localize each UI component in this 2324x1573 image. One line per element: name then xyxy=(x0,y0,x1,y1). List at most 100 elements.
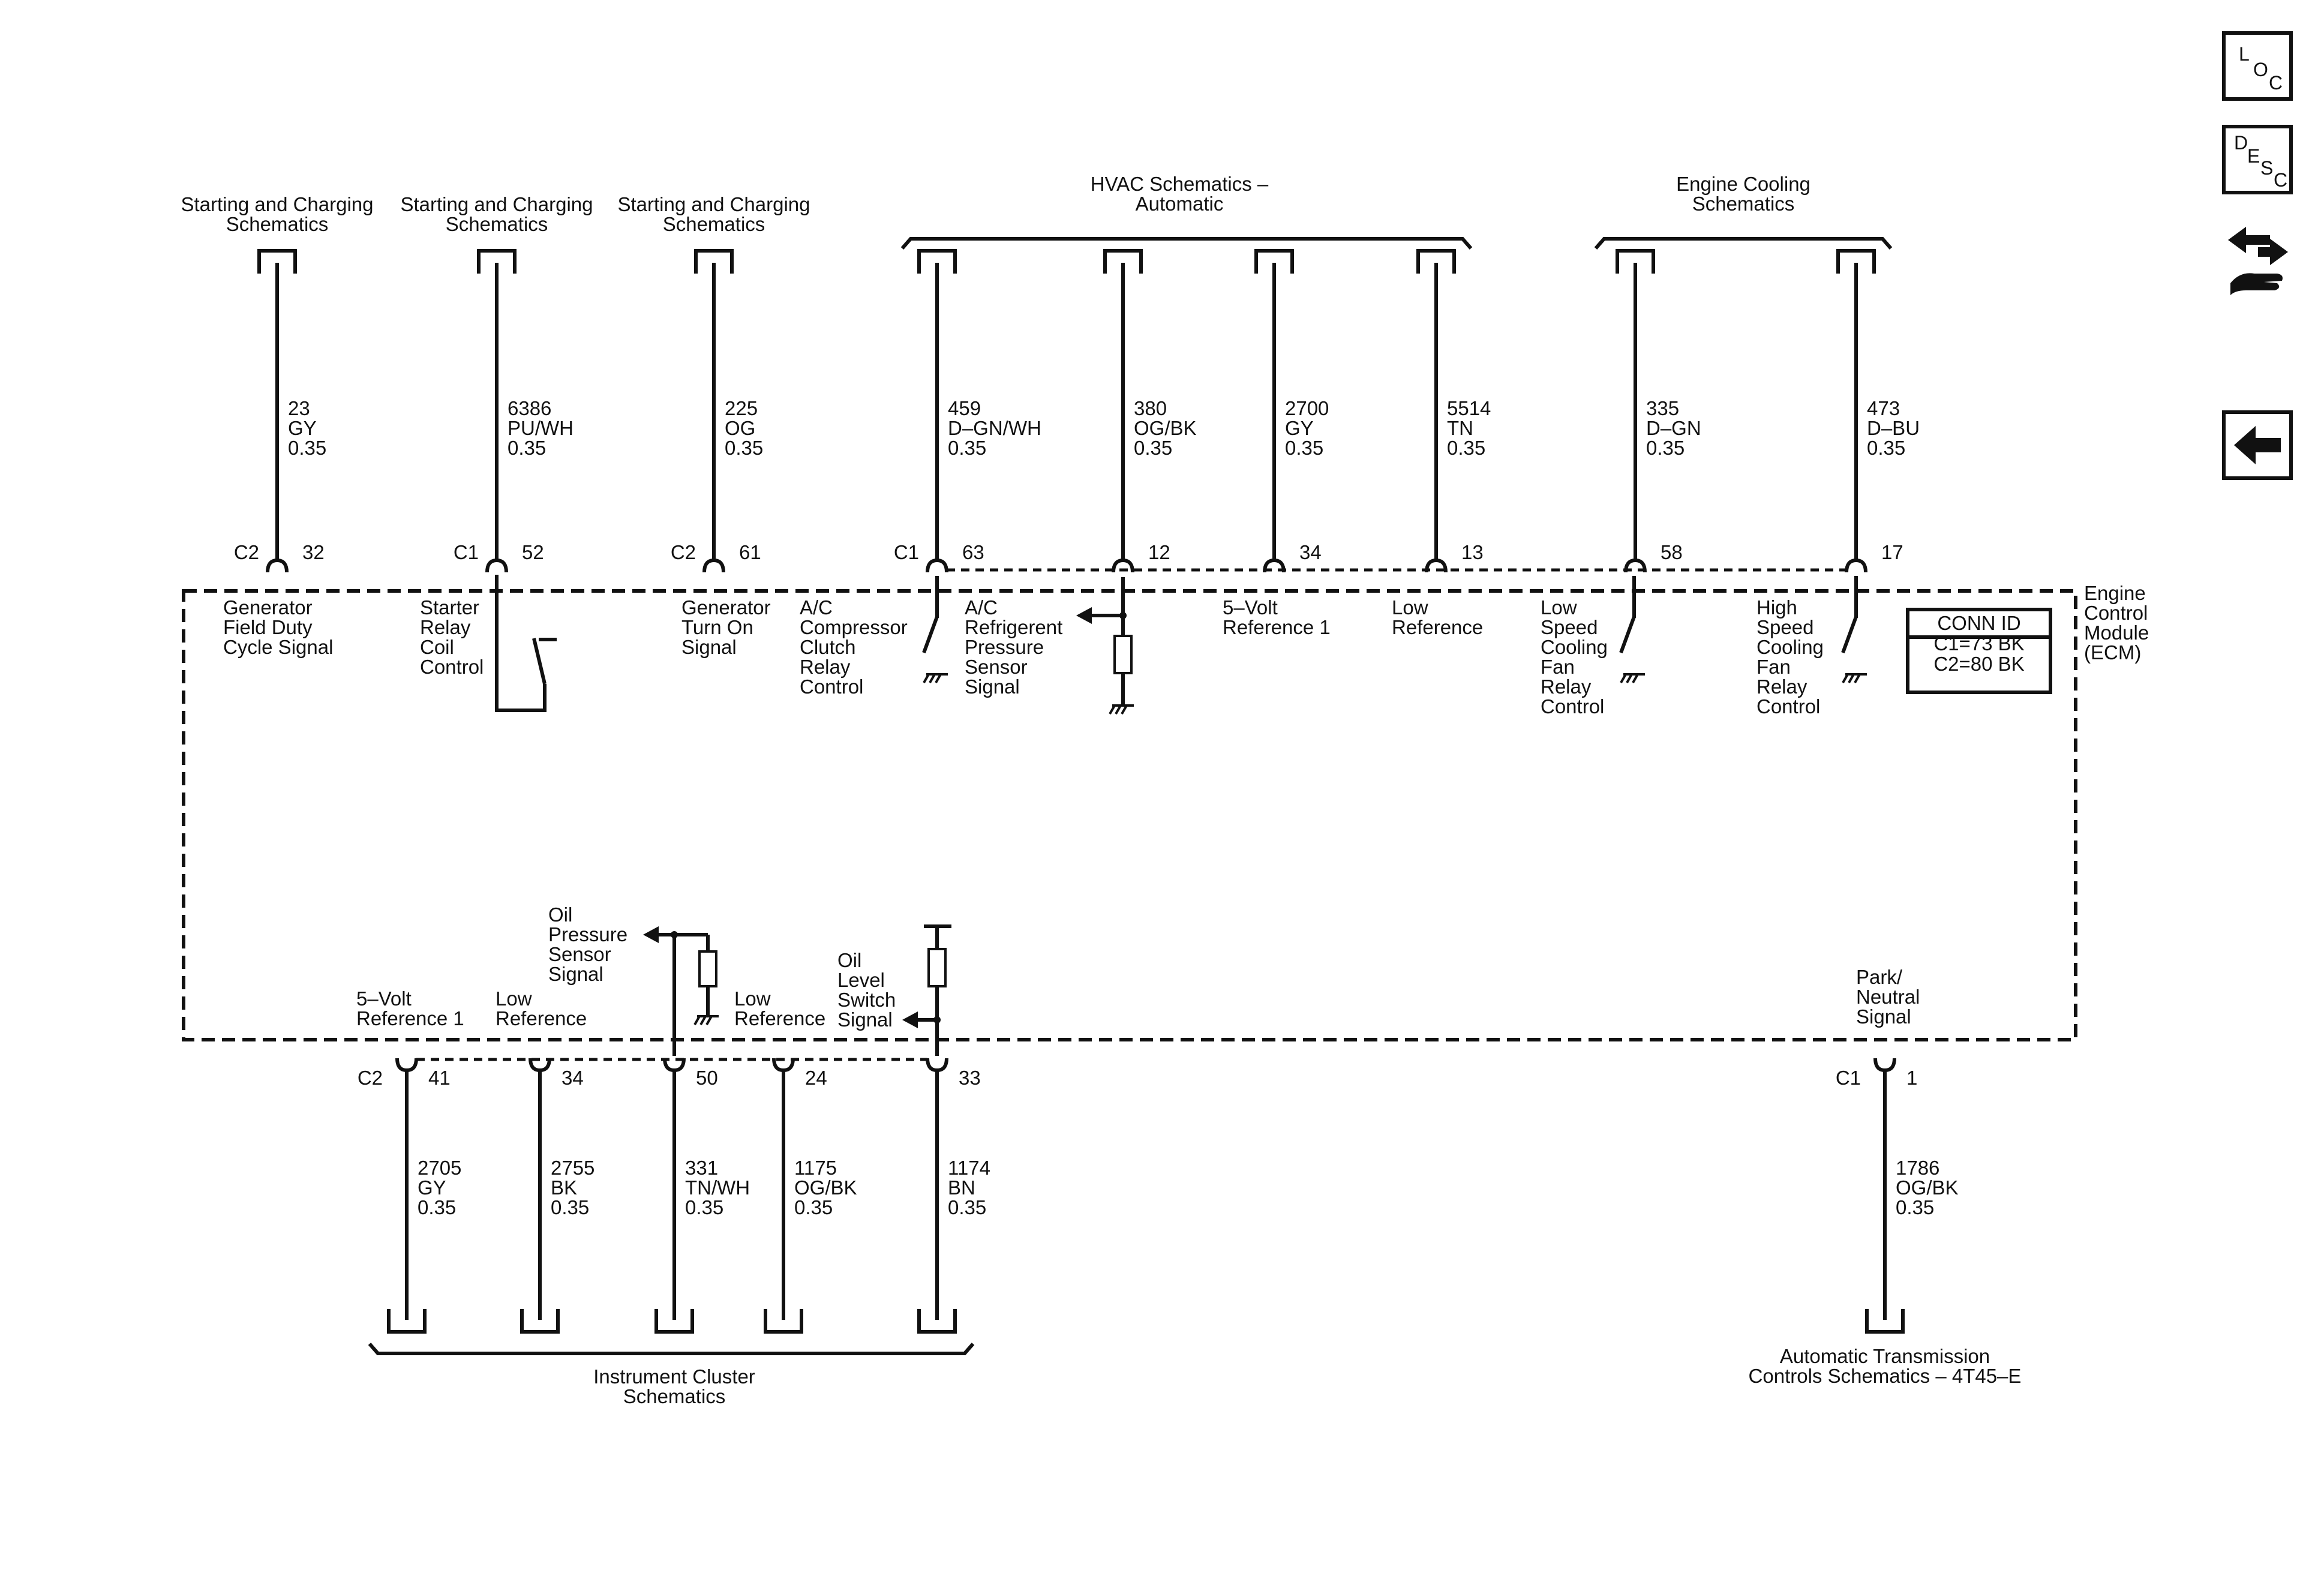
ecm-outline xyxy=(182,589,2077,1041)
wire-size-6386: 0.35 xyxy=(508,437,546,459)
signal-label-17: High xyxy=(1756,596,1797,619)
top-connector-225 xyxy=(694,249,734,274)
signal-label-12: Sensor xyxy=(965,656,1028,678)
signal-label-61: Generator xyxy=(681,596,771,619)
signal-label-bottom-1: Signal xyxy=(1856,1005,1911,1028)
signal-label-58: Control xyxy=(1541,695,1604,718)
signal-label-52: Starter xyxy=(420,596,479,619)
oil-pressure-resistor xyxy=(698,950,717,987)
top-connector-23 xyxy=(257,249,297,274)
wire-size-1786: 0.35 xyxy=(1896,1196,1934,1218)
oil-pressure-node xyxy=(671,931,678,938)
desc-letter-d: D xyxy=(2234,132,2248,154)
oil-level-arrow xyxy=(902,1011,918,1028)
wire-color-225: OG xyxy=(725,417,755,439)
top-connector-380 xyxy=(1103,249,1143,274)
signal-label-bottom-50: Oil xyxy=(548,903,572,926)
header-starting-charging-1: Schematics xyxy=(226,213,329,235)
top-pin-58 xyxy=(1624,558,1647,573)
conn-id-text: C1=73 BK xyxy=(1933,632,2024,655)
signal-label-58: Speed xyxy=(1541,616,1598,638)
wire-circuit-2755: 2755 xyxy=(551,1157,594,1179)
header-transmission: Controls Schematics – 4T45–E xyxy=(1749,1365,2022,1387)
connector-id-C2: C2 xyxy=(234,541,259,563)
wire-size-473: 0.35 xyxy=(1867,437,1905,459)
wire-color-2705: GY xyxy=(418,1176,446,1199)
wire-circuit-2705: 2705 xyxy=(418,1157,461,1179)
signal-label-13: Reference xyxy=(1392,616,1483,638)
signal-label-bottom-41: 5–Volt xyxy=(356,987,412,1010)
ac-sensor-resistor xyxy=(1113,635,1133,674)
connector-id-C1: C1 xyxy=(894,541,919,563)
pin-number-34: 34 xyxy=(1299,541,1322,563)
connector-id-C1: C1 xyxy=(454,541,479,563)
wire-size-380: 0.35 xyxy=(1134,437,1172,459)
ecm-label: Module xyxy=(2084,622,2149,644)
wires-layer xyxy=(182,237,2077,1355)
desc-letter-e: E xyxy=(2247,145,2260,167)
bottom-pin-33 xyxy=(926,1058,948,1073)
loc-letter-l: L xyxy=(2239,43,2250,65)
bottom-connector-2755 xyxy=(520,1309,560,1334)
bottom-connector-2705 xyxy=(387,1309,427,1334)
signal-label-bottom-24: Reference xyxy=(734,1007,825,1029)
back-button[interactable] xyxy=(2222,410,2293,480)
pin-number-12: 12 xyxy=(1148,541,1170,563)
signal-label-58: Low xyxy=(1541,596,1577,619)
connector-id-bottom-C2: C2 xyxy=(358,1067,383,1089)
signal-label-32: Cycle Signal xyxy=(223,636,333,658)
wire-size-2755: 0.35 xyxy=(551,1196,589,1218)
top-connector-335 xyxy=(1616,249,1655,274)
pin-number-32: 32 xyxy=(302,541,325,563)
pin-number-bottom-1: 1 xyxy=(1906,1067,1917,1089)
loc-letter-o: O xyxy=(2253,59,2268,80)
wire-color-459: D–GN/WH xyxy=(948,417,1041,439)
wire-size-2700: 0.35 xyxy=(1285,437,1323,459)
bottom-connector-1786 xyxy=(1865,1309,1905,1334)
signal-label-32: Generator xyxy=(223,596,313,619)
wire-color-23: GY xyxy=(288,417,317,439)
top-pin-12 xyxy=(1112,558,1134,573)
header-hvac: Automatic xyxy=(1136,193,1224,215)
repair-procedure-icon[interactable] xyxy=(2222,216,2294,300)
top-connector-459 xyxy=(917,249,957,274)
top-pin-61 xyxy=(702,558,725,573)
wire-color-1175: OG/BK xyxy=(794,1176,857,1199)
header-starting-charging-3: Schematics xyxy=(663,213,765,235)
wire-size-459: 0.35 xyxy=(948,437,986,459)
ac-clutch-ground xyxy=(923,673,948,683)
signal-label-12: A/C xyxy=(965,596,998,619)
wire-color-1786: OG/BK xyxy=(1896,1176,1959,1199)
high-fan-ground xyxy=(1842,673,1867,683)
signal-label-bottom-50: Pressure xyxy=(548,923,627,945)
starter-relay-switch xyxy=(532,638,547,685)
signal-label-bottom-33: Level xyxy=(837,969,885,991)
wire-color-2755: BK xyxy=(551,1176,577,1199)
signal-label-17: Speed xyxy=(1756,616,1813,638)
signal-label-61: Signal xyxy=(681,636,737,658)
wire-color-380: OG/BK xyxy=(1134,417,1197,439)
desc-button[interactable]: D E S C xyxy=(2222,125,2293,194)
wire-circuit-459: 459 xyxy=(948,397,981,419)
wire-circuit-6386: 6386 xyxy=(508,397,551,419)
oil-level-node xyxy=(933,1016,941,1023)
header-starting-charging-2: Schematics xyxy=(446,213,548,235)
pin-number-63: 63 xyxy=(962,541,984,563)
header-instrument-cluster: Schematics xyxy=(623,1385,726,1407)
signal-label-61: Turn On xyxy=(681,616,753,638)
ac-clutch-switch xyxy=(922,616,939,654)
signal-label-63: Clutch xyxy=(800,636,856,658)
wire-color-473: D–BU xyxy=(1867,417,1920,439)
pin-number-bottom-24: 24 xyxy=(805,1067,827,1089)
signal-label-63: Control xyxy=(800,676,863,698)
top-connector-5514 xyxy=(1416,249,1456,274)
wire-circuit-23: 23 xyxy=(288,397,310,419)
wire-circuit-1174: 1174 xyxy=(948,1157,990,1179)
loc-button[interactable]: L O C xyxy=(2222,31,2293,101)
wire-color-2700: GY xyxy=(1285,417,1314,439)
header-engine-cooling: Schematics xyxy=(1692,193,1795,215)
signal-label-58: Cooling xyxy=(1541,636,1608,658)
wire-color-335: D–GN xyxy=(1646,417,1701,439)
pin-number-61: 61 xyxy=(739,541,761,563)
